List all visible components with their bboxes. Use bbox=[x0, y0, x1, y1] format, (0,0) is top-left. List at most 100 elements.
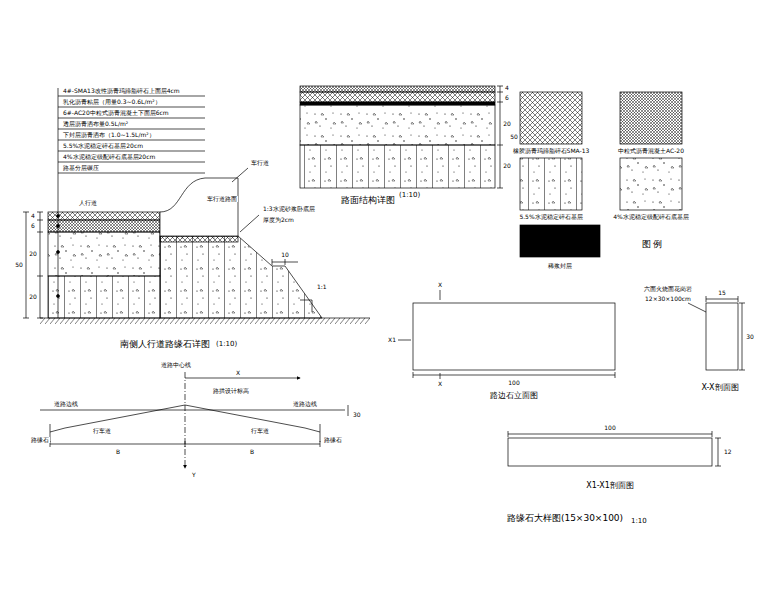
legend-samples-part bbox=[520, 92, 582, 144]
drawing-label: 4 bbox=[30, 213, 36, 219]
curb-detail-part bbox=[300, 300, 312, 312]
curb-stone-views-part bbox=[508, 438, 712, 466]
drawing-label: 5.5%水泥稳定碎石基层20cm bbox=[62, 143, 144, 149]
drawing-label: 30 bbox=[352, 412, 362, 418]
drawing-label: 透层沥青洒布量0.5L/m² bbox=[62, 121, 129, 127]
drawing-label: 50 bbox=[509, 134, 519, 140]
drawing-label: 路拱设计标高 bbox=[212, 388, 250, 394]
pavement-structure bbox=[300, 86, 503, 188]
road-cross-section bbox=[40, 372, 348, 468]
curb-stone-views bbox=[398, 290, 745, 466]
road-cross-section-part bbox=[185, 372, 186, 468]
drawing-label: 6#-AC20中粒式沥青混凝土下面层6cm bbox=[62, 110, 170, 116]
drawing-label: 人行道 bbox=[78, 200, 98, 206]
curb-stone-views-part bbox=[413, 303, 615, 370]
curb-detail-part bbox=[160, 178, 238, 236]
drawing-label: 行车道 bbox=[92, 428, 112, 434]
curb-detail-part bbox=[160, 236, 238, 242]
drawing-label: 15 bbox=[717, 290, 727, 296]
drawing-label: 20 bbox=[502, 163, 512, 169]
legend-label: 橡胶沥青玛蹄脂碎石SMA-13 bbox=[512, 148, 591, 154]
drawing-label: 50 bbox=[14, 262, 24, 268]
legend-label: 5.5%水泥稳定碎石基层 bbox=[518, 214, 583, 220]
drawing-label: 路缘石 bbox=[323, 437, 343, 443]
drawing-label: (1:10) bbox=[215, 341, 238, 348]
drawing-label: 路面结构详图 bbox=[340, 196, 396, 205]
drawing-label: 路基分层碾压 bbox=[62, 165, 100, 171]
drawing-label: 1:3水泥砂浆卧底层 bbox=[262, 206, 316, 212]
curb-detail-part bbox=[40, 318, 370, 319]
drawing-label: 6 bbox=[504, 95, 510, 101]
legend-samples-part bbox=[620, 92, 682, 144]
drawing-label: 12 bbox=[723, 449, 733, 455]
pavement-structure-part bbox=[497, 86, 503, 188]
drawing-label: X bbox=[235, 370, 241, 376]
curb-stone-views-part bbox=[398, 290, 440, 379]
drawing-label: 乳化沥青粘层（用量0.3~0.6L/m²） bbox=[62, 99, 162, 105]
drawing-label: (1:10) bbox=[398, 192, 421, 199]
legend-label: 4%水泥稳定级配碎石底基层 bbox=[612, 214, 690, 220]
pavement-structure-part bbox=[300, 92, 495, 102]
curb-stone-views-part bbox=[413, 372, 615, 378]
drawing-label: 100 bbox=[603, 425, 616, 431]
drawing-label: 4 bbox=[504, 85, 510, 91]
curb-stone-views-part bbox=[508, 431, 721, 466]
curb-detail-part bbox=[48, 212, 160, 220]
curb-stone-views-part bbox=[706, 296, 745, 370]
curb-detail-part bbox=[23, 212, 29, 318]
drawing-label: X-X剖面图 bbox=[700, 384, 739, 392]
drawing-label: 道路边线 bbox=[53, 401, 79, 407]
drawing-label: X bbox=[437, 381, 443, 387]
pavement-structure-part bbox=[300, 86, 495, 92]
drawing-label: X bbox=[437, 282, 443, 288]
legend-samples bbox=[520, 92, 682, 257]
drawing-label: 车行道 bbox=[250, 160, 270, 166]
legend-label: 稀浆封层 bbox=[547, 263, 573, 269]
curb-detail-part bbox=[48, 220, 160, 232]
curb-detail-part bbox=[272, 259, 298, 265]
road-cross-section-part bbox=[185, 378, 300, 379]
drawing-label: X1 bbox=[387, 337, 397, 343]
drawing-label: 4%水泥稳定级配碎石底基层20cm bbox=[62, 154, 156, 160]
drawing-label: Y bbox=[191, 472, 197, 478]
drawing-label: 12×30×100cm bbox=[644, 296, 692, 302]
drawing-label: B bbox=[115, 449, 121, 455]
drawing-label: 南侧人行道路缘石详图 bbox=[119, 340, 211, 349]
curb-detail-part bbox=[57, 251, 60, 254]
drawing-label: 路缘石大样图(15×30×100) bbox=[506, 514, 624, 523]
drawing-label: 六面火烧面花岗岩 bbox=[643, 286, 693, 292]
drawing-label: 路边石立面图 bbox=[489, 392, 539, 400]
legend-samples-part bbox=[620, 158, 682, 210]
curb-detail-part bbox=[48, 276, 160, 318]
pavement-structure-part bbox=[300, 102, 495, 105]
pavement-structure-part bbox=[300, 105, 495, 145]
drawing-label: 1:1 bbox=[316, 284, 328, 290]
drawing-label: 行车道 bbox=[250, 428, 270, 434]
curb-detail-part bbox=[57, 225, 60, 228]
curb-detail-part bbox=[58, 96, 205, 173]
curb-detail-part bbox=[57, 215, 60, 218]
curb-stone-views-part bbox=[688, 303, 706, 312]
drawing-label: 10 bbox=[280, 252, 290, 258]
drawing-label: B bbox=[249, 449, 255, 455]
drawing-label: 车行道路面 bbox=[206, 196, 238, 202]
road-cross-section-part bbox=[50, 441, 320, 447]
drawing-label: 图 例 bbox=[641, 240, 664, 249]
curb-detail-part bbox=[48, 232, 160, 276]
pavement-structure-part bbox=[300, 145, 495, 188]
curb-detail-part bbox=[160, 236, 322, 318]
legend-samples-part bbox=[520, 225, 600, 257]
drawing-label: 道路中心线 bbox=[160, 362, 192, 368]
curb-detail-part bbox=[37, 212, 43, 318]
drawing-label: 20 bbox=[502, 121, 512, 127]
curb-detail-part bbox=[40, 318, 370, 324]
drawing-label: 20 bbox=[28, 251, 38, 257]
curb-detail-part bbox=[57, 295, 60, 298]
curb-stone-views-part bbox=[706, 303, 738, 370]
drawing-label: 100 bbox=[507, 380, 520, 386]
drawing-label: X1-X1剖面图 bbox=[585, 482, 635, 490]
drawing-label: 1:10 bbox=[630, 518, 648, 525]
legend-label: 中粒式沥青混凝土AC-20 bbox=[617, 148, 685, 154]
